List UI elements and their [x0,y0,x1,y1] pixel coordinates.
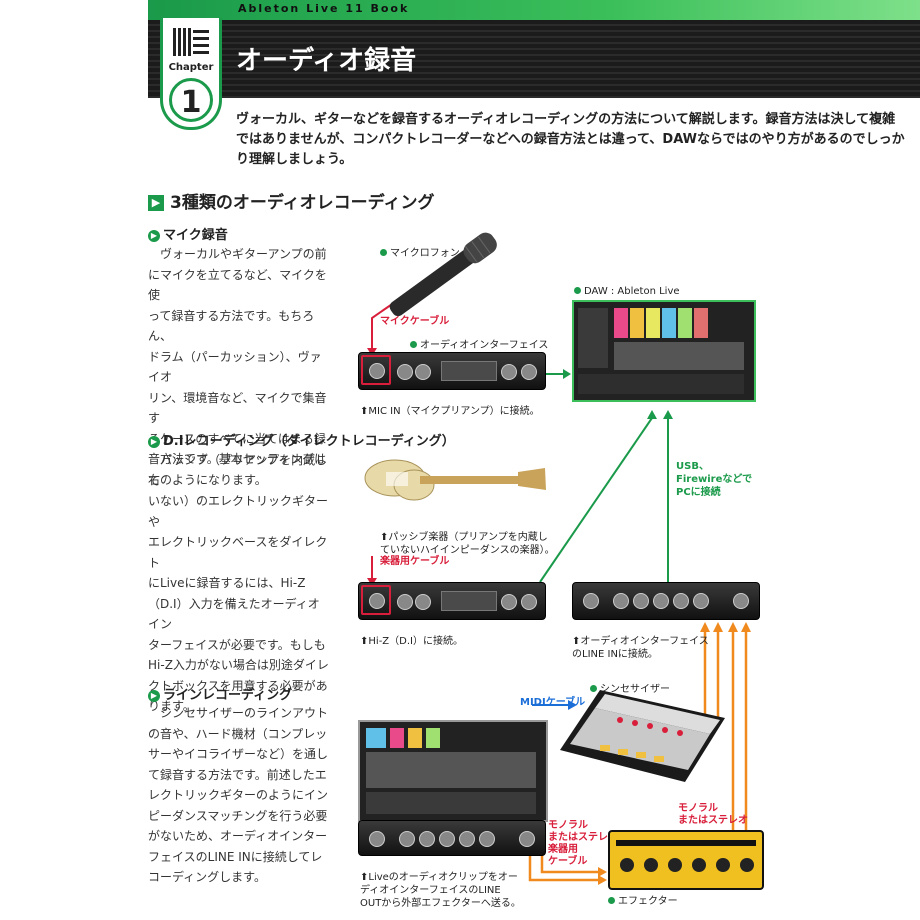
chapter-number: 1 [169,78,213,122]
arrow-up-icon: ⬆ [572,636,581,647]
daw-label-text: DAW : Ableton Live [584,286,680,297]
guitar-icon [364,459,546,501]
effector-label: エフェクター [608,892,678,907]
microphone-label-text: マイクロフォン [390,248,460,259]
line-heading: ▶ラインレコーディング [148,684,292,703]
mic-cable-label: マイクケーブル [380,316,450,327]
bullet-icon [380,249,387,256]
effector-label-text: エフェクター [618,896,678,907]
arrow-up-icon: ⬆ [360,406,369,417]
arrow-up-icon: ⬆ [380,532,389,543]
synth-icon [560,690,725,782]
audio-interface-back-icon [358,820,546,856]
mic-caption: ⬆MIC IN（マイクプリアンプ）に接続。 [360,392,540,418]
bullet-icon: ▶ [148,690,160,702]
audio-interface-label: オーディオインターフェイス [410,336,548,351]
bullet-icon [590,685,597,692]
line-body: シンセサイザーのラインアウト の音や、ハード機材（コンプレッ サーやイコライザー… [148,706,329,884]
microphone-label: マイクロフォン [380,244,460,259]
daw-screen-icon [572,300,756,402]
midi-cable-label: MIDIケーブル [520,697,586,708]
play-triangle-icon: ▶ [148,195,164,211]
usb-label: USB、 Firewireなどで PCに接続 [676,461,753,498]
di-heading: ▶D.Iレコーディング（ダイレクトレコーディング） [148,430,455,449]
section-title: ▶ 3種類のオーディオレコーディング [148,188,434,213]
line-in-caption: ⬆オーディオインターフェイス のLINE INに接続。 [572,622,709,661]
chapter-label: Chapter [168,62,214,73]
effector-icon [608,830,764,890]
instrument-cable-label: 楽器用ケーブル [380,556,450,567]
audio-interface-back-icon [572,582,760,620]
header-stripes [148,20,920,98]
daw-label: DAW : Ableton Live [574,286,680,297]
mic-heading: ▶マイク録音 [148,224,228,243]
intro-paragraph: ヴォーカル、ギターなどを録音するオーディオレコーディングの方法について解説します… [236,112,905,167]
mono-stereo-label-2: モノラル またはステレオ 楽器用 ケーブル [548,820,618,867]
mono-stereo-label-1: モノラル またはステレオ [678,803,748,826]
bullet-icon: ▶ [148,436,160,448]
bullet-icon [608,897,615,904]
daw-screen-icon [358,720,548,822]
chapter-title: オーディオ録音 [236,46,417,76]
synth-label: シンセサイザー [590,680,670,695]
arrow-up-icon: ⬆ [360,636,369,647]
line-heading-text: ラインレコーディング [163,688,293,703]
hiz-input-highlight [361,585,391,615]
header-book-strip: Ableton Live 11 Book [148,0,920,20]
section-title-text: 3種類のオーディオレコーディング [170,193,435,213]
audio-interface-icon [358,582,546,620]
mic-body: ヴォーカルやギターアンプの前 にマイクを立てるなど、マイクを使 って録音する方法… [148,247,327,487]
synth-label-text: シンセサイザー [600,684,670,695]
mic-cable-line [371,299,399,350]
bullet-icon [410,341,417,348]
mic-caption-text: MIC IN（マイクプリアンプ）に接続。 [368,406,540,417]
clip-caption-text: Liveのオーディオクリップをオー ディオインターフェイスのLINE OUTから… [360,872,521,909]
di-body: パッシブ（プリアンプを内蔵して いない）のエレクトリックギターや エレクトリック… [148,453,329,713]
mic-heading-text: マイク録音 [163,228,228,243]
line-in-caption-text: オーディオインターフェイス のLINE INに接続。 [572,636,709,660]
audio-interface-icon [358,352,546,390]
clip-caption: ⬆Liveのオーディオクリップをオー ディオインターフェイスのLINE OUTか… [360,858,521,910]
bullet-icon [574,287,581,294]
audio-interface-label-text: オーディオインターフェイス [420,340,549,351]
bullet-icon: ▶ [148,230,160,242]
mic-input-highlight [361,355,391,385]
guitar-caption: ⬆パッシブ楽器（プリアンプを内蔵し ていないハイインピーダンスの楽器）。 [380,518,555,557]
book-title: Ableton Live 11 Book [238,2,410,15]
guitar-caption-text: パッシブ楽器（プリアンプを内蔵し ていないハイインピーダンスの楽器）。 [380,532,555,556]
hiz-caption: ⬆Hi-Z（D.I）に接続。 [360,622,463,648]
chapter-tab: Chapter 1 [160,18,222,130]
microphone-icon [389,232,497,317]
hiz-caption-text: Hi-Z（D.I）に接続。 [368,636,463,647]
arrow-up-icon: ⬆ [360,872,369,883]
di-heading-text: D.Iレコーディング（ダイレクトレコーディング） [163,434,455,449]
chapter-grid-icon [173,28,209,56]
